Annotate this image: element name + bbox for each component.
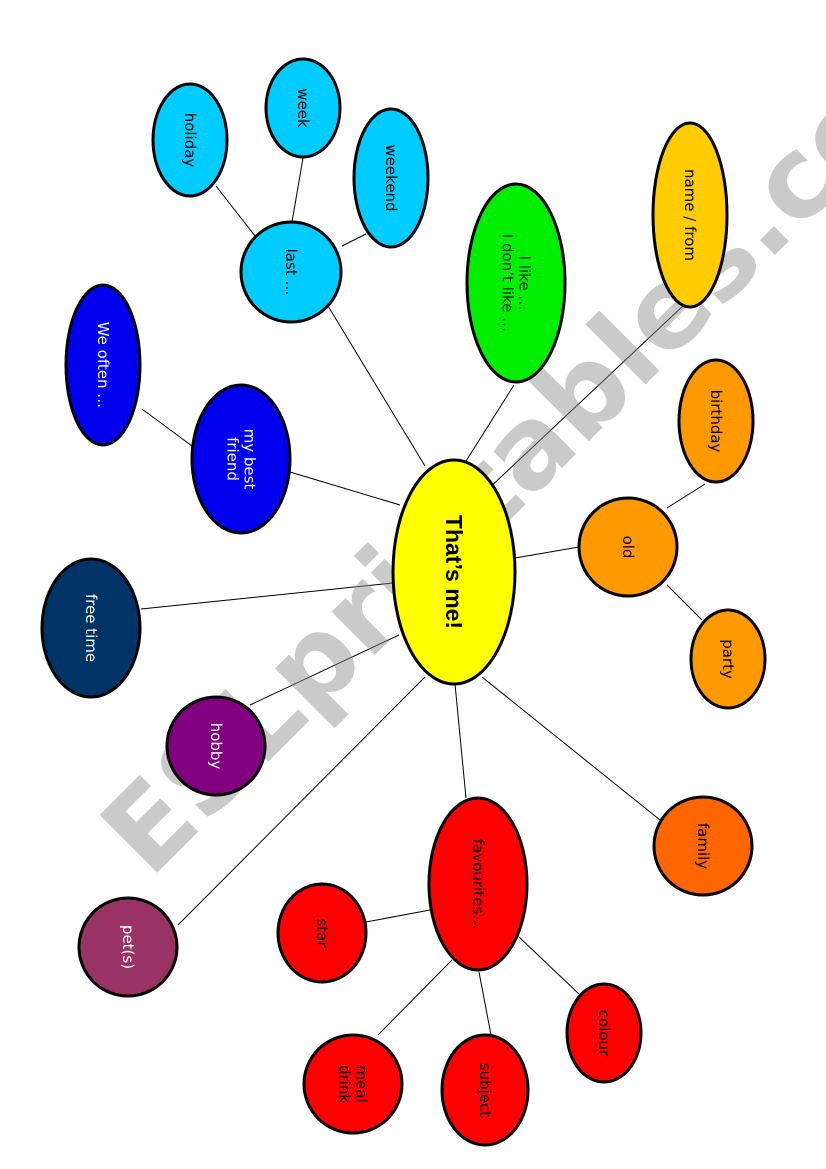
center-bubble[interactable]: That’s me!: [391, 458, 517, 686]
bubble-meal-drink-shape: [302, 1033, 404, 1135]
bubble-star-shape: [276, 882, 368, 984]
connector-center-i-like: [465, 384, 515, 462]
connector-center-family: [481, 676, 661, 821]
bubble-i-like-label: I don’t like …: [499, 234, 517, 332]
bubble-best-friend-label: friend: [224, 437, 242, 481]
bubble-pets-label: pet(s): [119, 925, 137, 969]
connector-center-name-from: [485, 304, 685, 492]
bubble-old-shape: [577, 496, 679, 598]
connector-center-favourites: [454, 683, 467, 799]
bubble-colour-shape: [565, 982, 643, 1084]
bubble-holiday[interactable]: holiday: [151, 82, 229, 198]
bubble-center-shape: [391, 458, 517, 686]
bubble-i-like-shape: [465, 182, 567, 384]
bubble-nodes: last … holiday week weekend I like …I don’t …: [40, 57, 767, 1147]
bubble-last[interactable]: last …: [239, 220, 343, 324]
bubble-family-label: family: [694, 823, 712, 869]
bubble-free-time-shape: [40, 557, 142, 699]
bubble-colour-label: colour: [595, 1010, 613, 1057]
bubble-meal-drink-label: meal: [353, 1065, 371, 1102]
bubble-week[interactable]: week: [264, 57, 342, 159]
bubble-name-from[interactable]: name / from: [651, 121, 729, 309]
connector-center-free-time: [140, 582, 394, 610]
connector-center-pets: [177, 676, 426, 926]
bubble-last-label: last …: [282, 249, 300, 296]
bubble-star-label: star: [313, 918, 331, 948]
bubble-subject-shape: [440, 1033, 530, 1147]
bubble-party-label: party: [719, 639, 737, 679]
bubble-pets[interactable]: pet(s): [77, 896, 179, 998]
connector-center-hobby: [249, 634, 400, 706]
bubble-name-from-shape: [651, 121, 729, 309]
bubble-birthday-label: birthday: [707, 390, 725, 453]
connector-center-last: [327, 305, 426, 467]
bubble-free-time[interactable]: free time: [40, 557, 142, 699]
bubble-best-friend-label: my best: [241, 429, 259, 490]
bubble-favourites[interactable]: favourites…: [427, 796, 529, 972]
bubble-i-like-label: I like …: [516, 256, 534, 311]
bubble-week-label: week: [294, 88, 312, 128]
bubble-best-friend-shape: [190, 383, 292, 535]
bubble-birthday-shape: [677, 358, 755, 484]
connector-favourites-star: [365, 909, 431, 923]
connector-lines: [140, 157, 706, 1036]
bubble-subject-label: subject: [476, 1063, 494, 1117]
bubble-subject[interactable]: subject: [440, 1033, 530, 1147]
bubble-old[interactable]: old: [577, 496, 679, 598]
connector-last-weekend: [341, 233, 367, 247]
bubble-hobby[interactable]: hobby: [165, 695, 267, 797]
bubble-weekend[interactable]: weekend: [352, 107, 430, 249]
bubble-center[interactable]: That’s me!: [391, 458, 517, 686]
connector-last-holiday: [215, 185, 256, 237]
bubble-week-shape: [264, 57, 342, 159]
connector-last-week: [291, 157, 304, 223]
bubble-favourites-shape: [427, 796, 529, 972]
connector-best-friend-we-often: [141, 408, 193, 447]
bubble-last-shape: [239, 220, 343, 324]
bubble-i-like[interactable]: I like …I don’t like …: [465, 182, 567, 384]
bubble-pets-shape: [77, 896, 179, 998]
bubble-family-shape: [652, 795, 754, 897]
bubble-colour[interactable]: colour: [565, 982, 643, 1084]
bubble-hobby-shape: [165, 695, 267, 797]
bubble-favourites-label: favourites…: [469, 839, 487, 929]
bubble-we-often[interactable]: We often …: [64, 283, 142, 447]
bubble-birthday[interactable]: birthday: [677, 358, 755, 484]
connector-center-old: [514, 546, 580, 559]
bubble-center-label: That’s me!: [441, 515, 467, 629]
connector-favourites-meal-drink: [377, 959, 453, 1036]
bubble-party-shape: [689, 608, 767, 710]
bubble-we-often-shape: [64, 283, 142, 447]
bubble-we-often-label: We often …: [94, 322, 112, 409]
connector-old-party: [666, 584, 703, 621]
bubble-hobby-label: hobby: [207, 723, 225, 770]
bubble-holiday-shape: [151, 82, 229, 198]
connector-center-best-friend: [289, 471, 401, 506]
bubble-free-time-label: free time: [82, 594, 100, 662]
bubble-star[interactable]: star: [276, 882, 368, 984]
bubble-family[interactable]: family: [652, 795, 754, 897]
bubble-weekend-label: weekend: [382, 144, 400, 211]
bubble-meal-drink-label: drink: [336, 1065, 354, 1103]
bubble-weekend-shape: [352, 107, 430, 249]
bubble-name-from-label: name / from: [681, 169, 699, 261]
bubble-party[interactable]: party: [689, 608, 767, 710]
connector-old-birthday: [666, 483, 706, 509]
bubble-holiday-label: holiday: [181, 113, 199, 168]
connector-favourites-subject: [478, 971, 492, 1036]
connector-favourites-colour: [518, 936, 580, 995]
bubble-old-label: old: [619, 536, 637, 559]
